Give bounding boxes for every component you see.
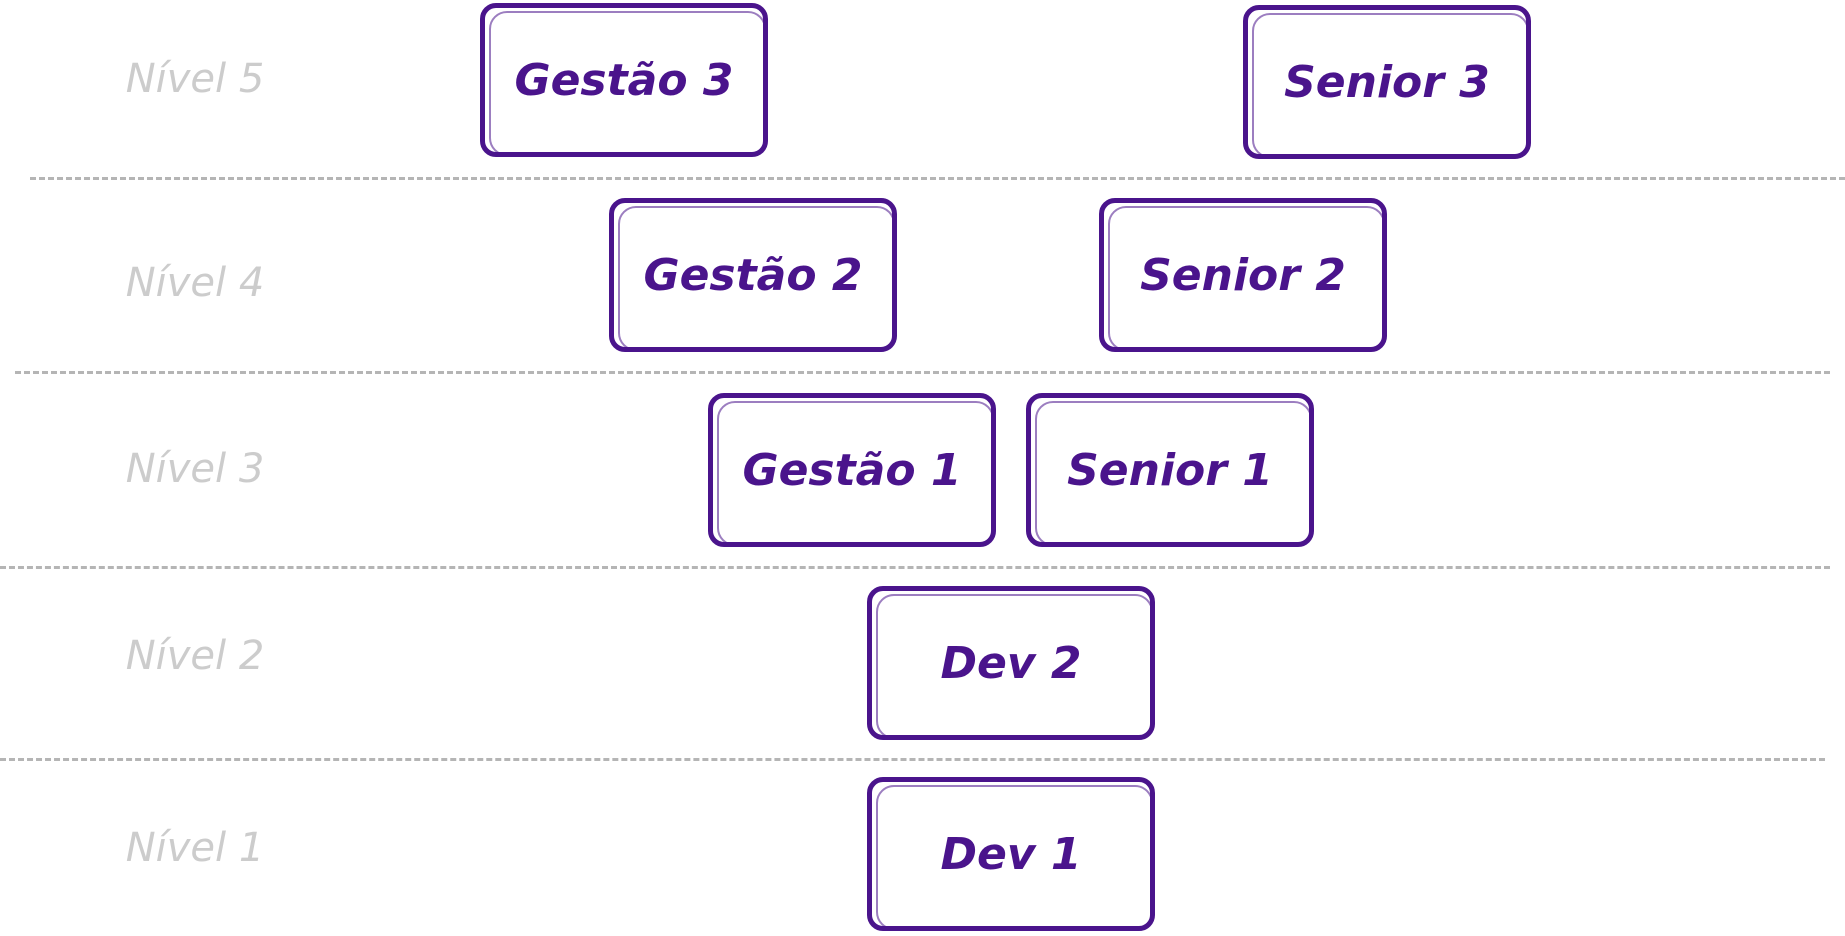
level-label-4: Nível 4 <box>125 260 265 306</box>
level-label-5: Nível 5 <box>125 56 265 102</box>
level-label-2: Nível 2 <box>125 633 265 679</box>
node-senior-3-label: Senior 3 <box>1284 56 1490 108</box>
node-senior-3: Senior 3 <box>1243 5 1531 159</box>
level-label-1: Nível 1 <box>125 825 265 871</box>
node-dev-2-label: Dev 2 <box>940 637 1082 689</box>
level-divider <box>0 758 1825 761</box>
level-divider <box>0 566 1830 569</box>
node-gestao-3-label: Gestão 3 <box>514 54 734 106</box>
node-dev-1: Dev 1 <box>867 777 1155 931</box>
level-divider <box>15 371 1830 374</box>
node-gestao-3: Gestão 3 <box>480 3 768 157</box>
level-label-3: Nível 3 <box>125 446 265 492</box>
node-gestao-2-label: Gestão 2 <box>643 249 863 301</box>
node-senior-2: Senior 2 <box>1099 198 1387 352</box>
node-gestao-1-label: Gestão 1 <box>742 444 962 496</box>
node-gestao-1: Gestão 1 <box>708 393 996 547</box>
node-senior-2-label: Senior 2 <box>1140 249 1346 301</box>
node-senior-1-label: Senior 1 <box>1067 444 1273 496</box>
node-dev-2: Dev 2 <box>867 586 1155 740</box>
level-divider <box>30 177 1845 180</box>
node-dev-1-label: Dev 1 <box>940 828 1082 880</box>
node-gestao-2: Gestão 2 <box>609 198 897 352</box>
node-senior-1: Senior 1 <box>1026 393 1314 547</box>
